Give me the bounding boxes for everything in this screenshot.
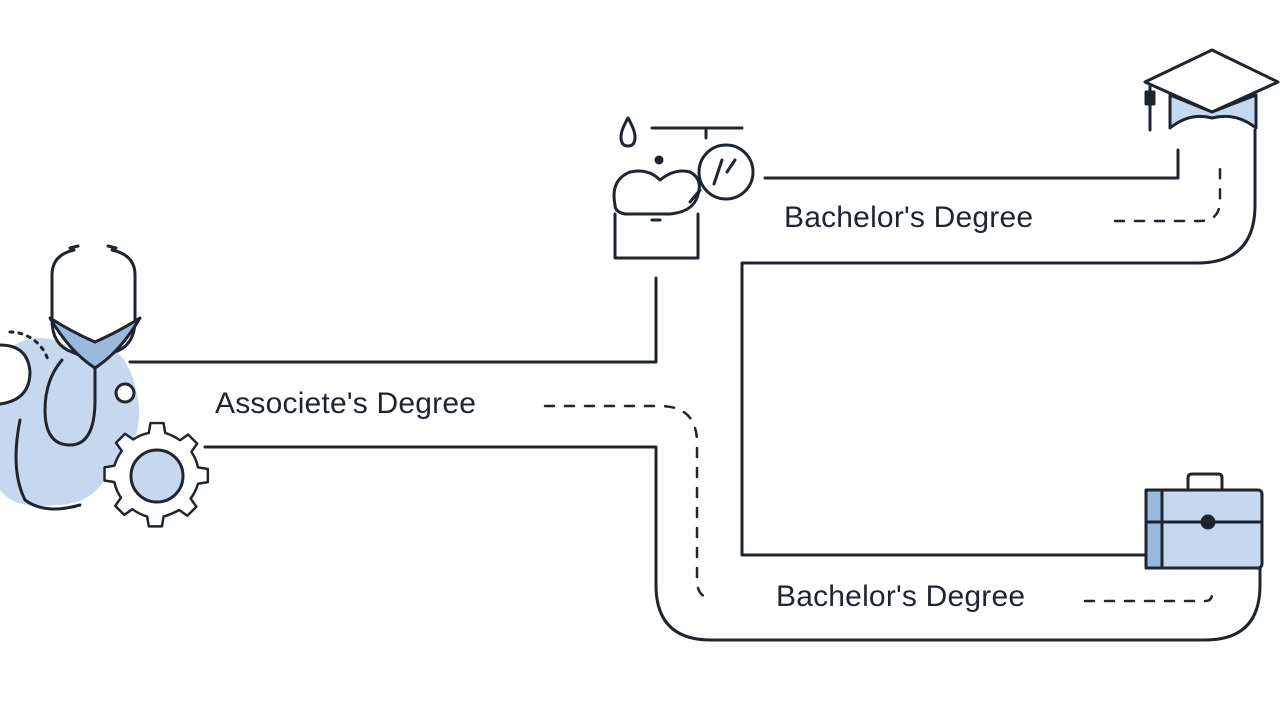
bachelor-degree-label-bottom: Bachelor's Degree — [776, 580, 1026, 613]
path-graduation-outer — [740, 128, 1257, 557]
briefcase-icon — [1144, 472, 1264, 570]
dashed-bachelor-top-connector — [1113, 166, 1222, 223]
clinical-workstation-icon — [612, 116, 755, 260]
path-clinic-to-graduation — [763, 148, 1180, 180]
graduation-cap-icon — [1143, 48, 1280, 132]
bachelor-degree-label-top: Bachelor's Degree — [784, 201, 1034, 234]
path-associate-lower — [203, 445, 1262, 642]
path-associate-upper — [128, 276, 658, 364]
associate-degree-label: Associete's Degree — [215, 387, 477, 420]
dashed-bachelor-bottom-connector — [1083, 592, 1214, 603]
stethoscope-gear-icon — [0, 244, 210, 528]
dashed-associate-connector — [543, 404, 714, 600]
